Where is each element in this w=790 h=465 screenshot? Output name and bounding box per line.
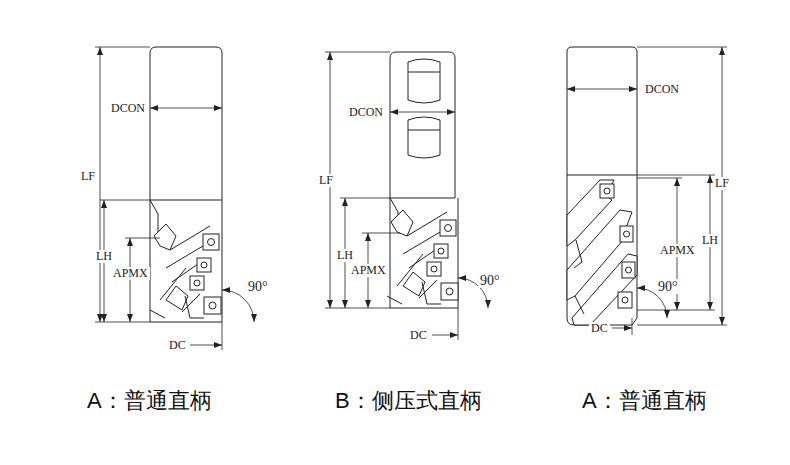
caption: B：侧压式直柄: [333, 388, 484, 414]
dim-label: LF: [713, 177, 731, 190]
dim-label: DC: [167, 339, 188, 352]
angle-label: 90°: [478, 273, 502, 288]
dim-label: DC: [408, 329, 429, 342]
dim-label: DCON: [347, 106, 385, 119]
dim-label: APMX: [111, 267, 150, 280]
dim-label: LH: [335, 249, 355, 262]
dim-label: LF: [317, 174, 335, 187]
dim-label: DCON: [643, 83, 681, 96]
dim-label: DC: [589, 322, 610, 335]
angle-label: 90°: [246, 279, 270, 294]
dim-label: LH: [700, 234, 720, 247]
dim-label: LF: [79, 170, 97, 183]
dim-label: DCON: [109, 102, 147, 115]
angle-label: 90°: [656, 279, 680, 294]
dim-label: APMX: [349, 264, 388, 277]
dim-label: APMX: [658, 244, 697, 257]
caption: A：普通直柄: [85, 388, 214, 414]
caption: A：普通直柄: [580, 388, 709, 414]
dim-label: LH: [94, 250, 114, 263]
